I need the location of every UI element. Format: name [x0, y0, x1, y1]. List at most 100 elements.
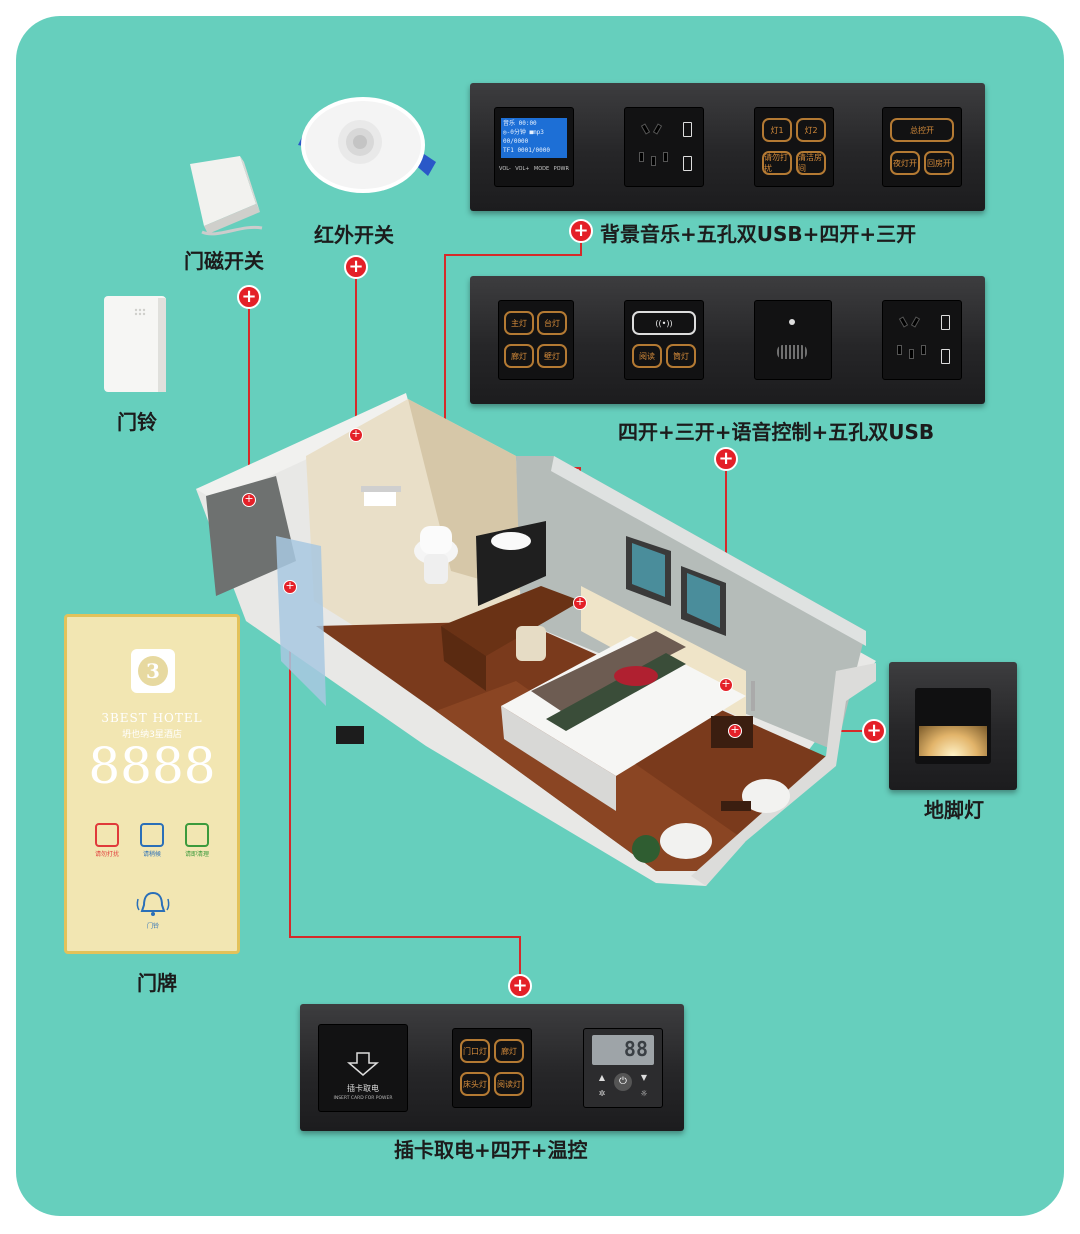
card-power-slot[interactable]: 插卡取电 INSERT CARD FOR POWER	[318, 1024, 408, 1112]
switch-key[interactable]: 廊灯	[504, 344, 534, 368]
socket-hole	[910, 316, 921, 328]
switch-key[interactable]: 灯1	[762, 118, 792, 142]
mic-indicator-icon	[789, 319, 795, 325]
wait-label: 请稍候	[142, 851, 161, 858]
thermostat: 88 ▲ ⏻ ▼ ✲ ☼	[583, 1028, 663, 1108]
usb-port[interactable]	[941, 349, 950, 364]
power-button[interactable]: POWR	[553, 166, 569, 172]
mode-button[interactable]: MODE	[533, 166, 550, 172]
doorbell-image	[104, 296, 166, 392]
thermostat-up-button[interactable]: ▲	[598, 1073, 606, 1082]
marker-headboard-left[interactable]: +	[573, 596, 587, 610]
thermostat-temp: 88	[623, 1037, 648, 1061]
thermostat-display: 88	[592, 1035, 654, 1065]
switch-key[interactable]: 主灯	[504, 311, 534, 335]
label-infrared: 红外开关	[314, 223, 394, 247]
switch-key[interactable]: 灯2	[796, 118, 826, 142]
usb-port[interactable]	[683, 156, 692, 171]
three-key-switch: 总控开 夜灯开 回房开	[882, 107, 962, 187]
marker-floor-light[interactable]: +	[728, 724, 742, 738]
switch-key[interactable]: 台灯	[537, 311, 567, 335]
vol-down-button[interactable]: VOL-	[499, 166, 511, 172]
voice-control-module	[754, 300, 832, 380]
clean-label: 请即清理	[184, 851, 209, 858]
marker-door-contact[interactable]: +	[242, 493, 256, 507]
marker-floor-light-panel[interactable]: +	[862, 719, 886, 743]
door-sign-panel: 3 3BEST HOTEL 坍也纳3星酒店 8888 请勿打扰 请稍候 请即清理…	[64, 614, 240, 954]
switch-key[interactable]: 阅读灯	[494, 1072, 524, 1096]
marker-infrared[interactable]: +	[349, 428, 363, 442]
hotel-logo-icon: 3	[131, 649, 175, 693]
lcd-line: TF1 0001/0000	[503, 147, 550, 154]
marker-door-contact-top[interactable]: +	[237, 285, 261, 309]
usb-port[interactable]	[941, 315, 950, 330]
music-button-row: VOL- VOL+ MODE POWR	[499, 166, 569, 176]
switch-key[interactable]: 请勿打扰	[762, 151, 792, 175]
socket-hole	[897, 345, 902, 355]
label-panel-top: 背景音乐+五孔双USB+四开+三开	[600, 222, 917, 246]
switch-key[interactable]: 回房开	[924, 151, 954, 175]
thermostat-fan-button[interactable]: ✲	[598, 1089, 606, 1098]
socket-hole	[898, 316, 909, 328]
switch-key[interactable]: 门口灯	[460, 1039, 490, 1063]
label-panel-mid: 四开+三开+语音控制+五孔双USB	[618, 420, 935, 444]
marker-mid-panel[interactable]: +	[714, 447, 738, 471]
switch-key[interactable]: 清洁房间	[796, 151, 826, 175]
switch-key[interactable]: ((•))	[632, 311, 696, 335]
socket-hole	[921, 345, 926, 355]
marker-door-panel[interactable]: +	[283, 580, 297, 594]
switch-key[interactable]: 总控开	[890, 118, 954, 142]
marker-bottom-panel[interactable]: +	[508, 974, 532, 998]
switch-key[interactable]: 廊灯	[494, 1039, 524, 1063]
card-slot-label: 插卡取电	[347, 1084, 379, 1093]
usb-port[interactable]	[683, 122, 692, 137]
lcd-line: 音乐 00:00	[503, 120, 537, 127]
panel-switches-voice-socket: 主灯 台灯 廊灯 壁灯 ((•)) 阅读 筒灯	[470, 276, 985, 404]
socket-hole	[909, 349, 914, 359]
dnd-icon	[95, 823, 119, 847]
speaker-grille-icon	[777, 345, 807, 359]
lcd-line: 00/0000	[503, 138, 529, 145]
bell-icon[interactable]	[135, 889, 171, 921]
line-bottom-h	[289, 936, 520, 938]
hotel-brand-cn: 坍也纳3星酒店	[122, 730, 182, 740]
hotel-brand: 3BEST HOTEL	[101, 711, 203, 725]
vol-up-button[interactable]: VOL+	[515, 166, 530, 172]
three-key-switch: ((•)) 阅读 筒灯	[624, 300, 704, 380]
line-bottom-v2	[519, 936, 521, 986]
socket-hole	[652, 123, 663, 135]
four-key-switch: 灯1 灯2 请勿打扰 清洁房间	[754, 107, 834, 187]
line-bottom-v1	[289, 587, 291, 937]
five-hole-usb-socket	[882, 300, 962, 380]
switch-key[interactable]: 床头灯	[460, 1072, 490, 1096]
line-infrared	[355, 267, 357, 435]
floor-light-lens	[915, 688, 991, 764]
thermostat-power-button[interactable]: ⏻	[614, 1073, 632, 1091]
socket-hole	[640, 123, 651, 135]
marker-top-panel[interactable]: +	[569, 219, 593, 243]
socket-hole	[663, 152, 668, 162]
music-controller: 音乐 00:00 ◎-0分钟 ■mp3 00/0000 TF1 0001/000…	[494, 107, 574, 187]
label-door-sign: 门牌	[137, 971, 177, 995]
label-door-contact: 门磁开关	[184, 249, 264, 273]
switch-key[interactable]: 阅读	[632, 344, 662, 368]
room-number: 8888	[88, 737, 216, 795]
panel-card-switch-thermostat: 插卡取电 INSERT CARD FOR POWER 门口灯 廊灯 床头灯 阅读…	[300, 1004, 684, 1131]
card-slot-sublabel: INSERT CARD FOR POWER	[333, 1096, 393, 1101]
thermostat-mode-button[interactable]: ☼	[640, 1089, 648, 1098]
switch-key[interactable]: 壁灯	[537, 344, 567, 368]
label-doorbell: 门铃	[117, 410, 157, 434]
marker-infrared-top[interactable]: +	[344, 255, 368, 279]
door-contact-image	[190, 156, 263, 236]
switch-key[interactable]: 筒灯	[666, 344, 696, 368]
marker-headboard-right[interactable]: +	[719, 678, 733, 692]
four-key-switch: 门口灯 廊灯 床头灯 阅读灯	[452, 1028, 532, 1108]
panel-music-socket-switches: 音乐 00:00 ◎-0分钟 ■mp3 00/0000 TF1 0001/000…	[470, 83, 985, 211]
bell-label: 门铃	[146, 923, 159, 930]
hotel-room-illustration	[196, 393, 876, 886]
switch-key[interactable]: 夜灯开	[890, 151, 920, 175]
thermostat-down-button[interactable]: ▼	[640, 1073, 648, 1082]
infrared-sensor-image	[298, 97, 436, 193]
label-floor-light: 地脚灯	[924, 798, 984, 822]
socket-hole	[651, 156, 656, 166]
